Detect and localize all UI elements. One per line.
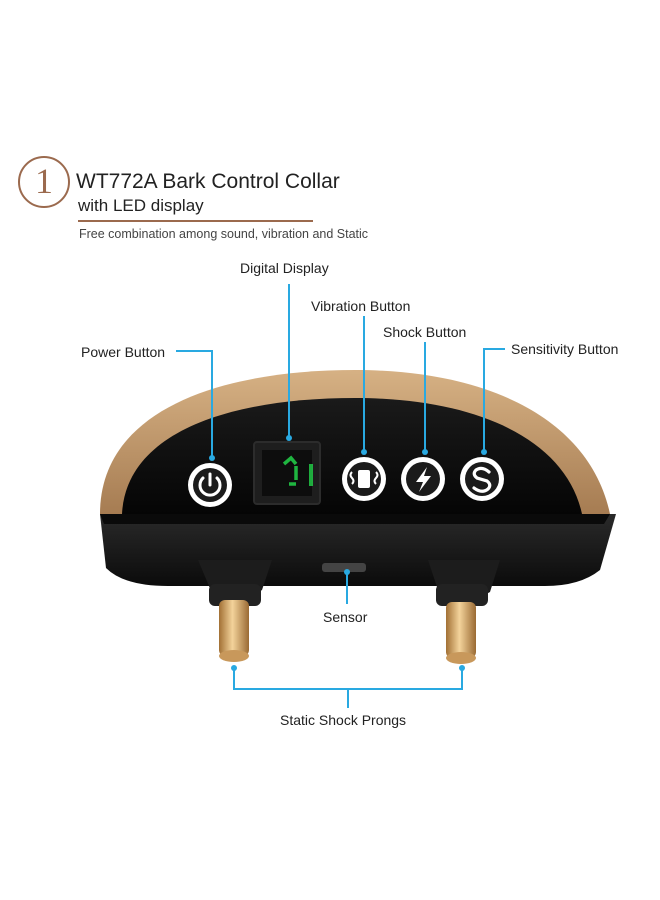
shock-button [401, 457, 445, 501]
vibration-button [342, 457, 386, 501]
sensor-label: Sensor [323, 609, 368, 625]
lightning-icon [416, 467, 431, 492]
shock-button-label: Shock Button [383, 324, 467, 340]
power-callout-line [176, 350, 213, 458]
s-letter-icon [472, 466, 492, 493]
right-prong-tip [446, 652, 476, 664]
step-number-badge: 1 [18, 156, 70, 208]
vibration-icon [349, 470, 379, 488]
right-prong-stem [436, 584, 488, 606]
led-digit [282, 455, 298, 486]
product-description: Free combination among sound, vibration … [79, 227, 369, 241]
face-bottom-lip [100, 514, 610, 524]
left-prong [219, 600, 249, 656]
title-divider [78, 220, 313, 222]
product-title: WT772A Bark Control Collar [76, 170, 340, 193]
callout-lines [176, 284, 505, 708]
sensitivity-callout-line [483, 348, 505, 452]
power-icon [198, 472, 222, 497]
left-prong-tip [219, 650, 249, 662]
callout-endpoints [209, 435, 487, 671]
sensitivity-button [460, 457, 504, 501]
product-subtitle: with LED display [78, 196, 204, 215]
sensitivity-button-label: Sensitivity Button [511, 341, 619, 357]
prongs-callout-line [233, 670, 463, 690]
digital-display-label: Digital Display [240, 260, 329, 276]
step-number: 1 [35, 161, 53, 201]
sensor [322, 563, 366, 572]
collar-base [100, 514, 616, 586]
power-button [188, 463, 232, 507]
led-digit-segment [309, 464, 313, 486]
right-prong [446, 602, 476, 658]
static-shock-prongs-label: Static Shock Prongs [280, 712, 407, 728]
vibration-button-label: Vibration Button [311, 298, 411, 314]
left-prong-stem [209, 584, 261, 606]
power-button-label: Power Button [81, 344, 166, 360]
digital-display-glass [262, 450, 312, 496]
